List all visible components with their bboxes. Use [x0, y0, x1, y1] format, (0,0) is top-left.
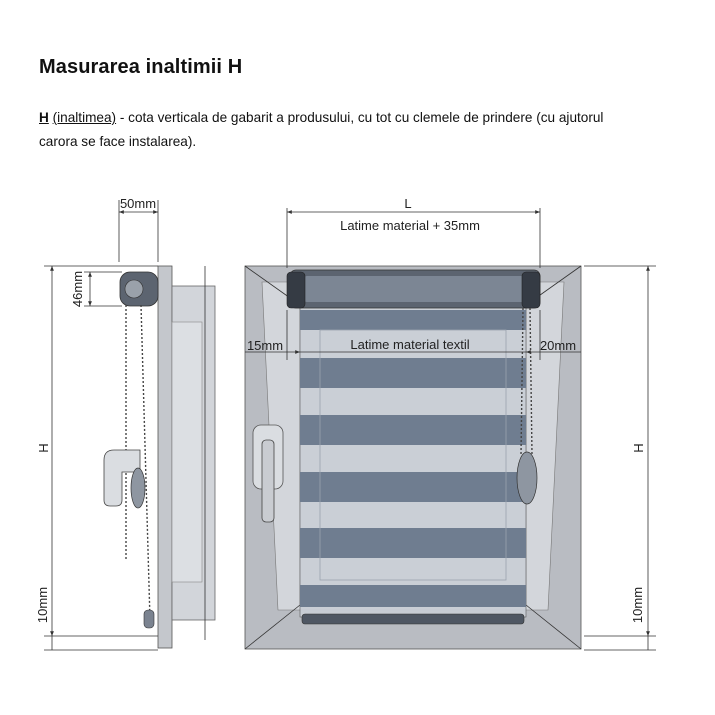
box-height-label: 46mm	[70, 271, 85, 307]
fabric-width-label: Latime material textil	[350, 337, 469, 352]
inner-sash-outline	[319, 329, 507, 581]
term-h: H	[39, 110, 49, 125]
bracket-left	[286, 271, 306, 309]
roller-tube-side	[124, 279, 144, 299]
chain-back	[140, 304, 151, 621]
chain-stopper-side	[130, 467, 146, 509]
fabric-stripes	[300, 310, 526, 607]
intro-text-line1: - cota verticala de gabarit a produsului…	[116, 110, 604, 125]
intro-paragraph: H (inaltimea) - cota verticala de gabari…	[39, 106, 709, 154]
fabric-stripe	[300, 310, 526, 330]
side-bottom-gap-label: 10mm	[35, 587, 50, 623]
front-view: L Latime material + 35mm Latime material…	[244, 196, 656, 651]
bracket-right	[521, 271, 541, 309]
chain-front-view	[520, 307, 524, 456]
front-height-label: H	[631, 443, 646, 452]
side-view: 50mm 46mm H 10mm	[35, 196, 216, 651]
left-offset-label: 15mm	[247, 338, 283, 353]
fabric-stripe	[300, 472, 526, 502]
intro-text-line2: carora se face instalarea).	[39, 134, 197, 149]
window-handle-lever	[261, 439, 275, 523]
fabric-stripe	[300, 415, 526, 445]
depth-label: 50mm	[120, 196, 156, 211]
fabric-stripe	[300, 585, 526, 607]
fabric-stripe	[300, 528, 526, 558]
side-height-label: H	[36, 443, 51, 452]
roller-tube-front	[303, 276, 527, 302]
width-label: L	[404, 196, 411, 211]
chain-weight	[143, 609, 155, 629]
width-note: Latime material + 35mm	[340, 218, 480, 233]
chain-stopper-front	[516, 451, 538, 505]
sash-inner-profile	[171, 321, 203, 583]
front-bottom-gap-label: 10mm	[630, 587, 645, 623]
bottom-bar	[301, 613, 525, 625]
window-handle-side	[103, 449, 141, 507]
page-title: Masurarea inaltimii H	[39, 56, 243, 78]
fabric-panel	[299, 304, 527, 618]
chain-front-view-2	[529, 307, 533, 456]
wall-profile	[157, 265, 173, 649]
term-note: (inaltimea)	[52, 110, 117, 125]
right-offset-label: 20mm	[540, 338, 576, 353]
fabric-stripe	[300, 358, 526, 388]
